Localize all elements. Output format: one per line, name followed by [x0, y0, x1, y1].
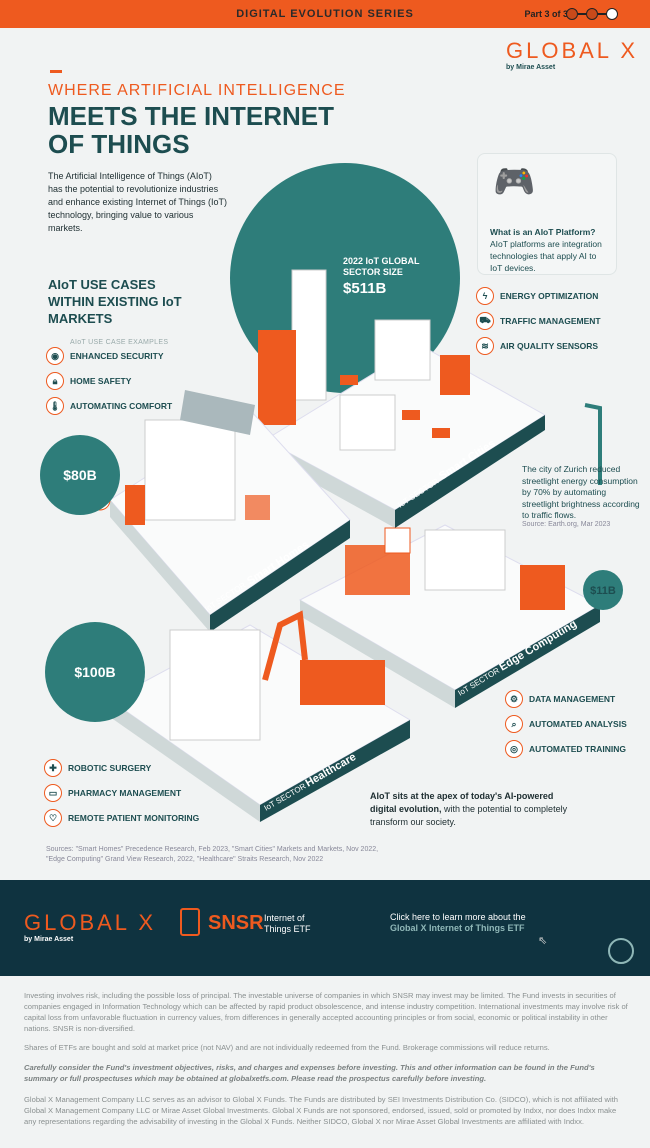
healthcare-value-circle — [45, 622, 145, 722]
use-cases-title: AIoT USE CASES WITHIN EXISTING IoT MARKE… — [48, 277, 182, 326]
lock-icon: 🔒︎ — [46, 372, 64, 390]
smart-cities-label-strip — [395, 415, 545, 528]
smart-homes-value-circle — [40, 435, 120, 515]
global-x-logo: GLOBAL X by Mirae Asset — [506, 38, 639, 71]
devices-icon: 🎮 — [493, 163, 536, 201]
solar-panel — [180, 390, 255, 435]
smart-homes-label-strip — [210, 520, 350, 632]
smart-homes-value: $80B — [63, 467, 96, 483]
sources: Sources: "Smart Homes" Precedence Resear… — [46, 846, 379, 863]
air-sensor-board — [440, 355, 470, 395]
heart-icon: ♡ — [44, 809, 62, 827]
security-icon: ◉ — [46, 347, 64, 365]
disclaimer-2: Shares of ETFs are bought and sold at ma… — [24, 1043, 550, 1052]
cta-text: Click here to learn more about the — [390, 912, 526, 922]
examples-label: AIoT USE CASE EXAMPLES — [70, 339, 169, 346]
step-dot-1 — [566, 8, 578, 20]
etf-name: Internet of Things ETF — [264, 913, 311, 934]
watermark-icon — [608, 938, 634, 964]
conclusion: AIoT sits at the apex of today's AI-powe… — [370, 791, 568, 827]
data-stack — [520, 565, 565, 610]
phone-chip-icon — [180, 908, 200, 936]
edge-value: $11B — [590, 585, 616, 597]
step-dot-2 — [586, 8, 598, 20]
healthcare-value: $100B — [74, 664, 115, 680]
top-banner: DIGITAL EVOLUTION SERIES Part 3 of 3 — [0, 0, 650, 28]
analysis-icon: ⌕ — [505, 715, 523, 733]
orange-tower — [258, 330, 296, 425]
skyscraper — [291, 269, 327, 401]
edge-use-cases: ⚙DATA MANAGEMENT ⌕AUTOMATED ANALYSIS ◎AU… — [505, 690, 627, 758]
house — [144, 419, 236, 521]
cursor-icon: ⇖ — [538, 935, 548, 947]
air-sensor-icon: ≋ — [476, 337, 494, 355]
intro-text: The Artificial Intelligence of Things (A… — [48, 171, 227, 233]
robot-icon: ✚ — [44, 759, 62, 777]
footer-logo: GLOBAL X by Mirae Asset — [24, 910, 157, 943]
streetlight-icon — [584, 403, 602, 485]
healthcare-label-strip — [260, 720, 410, 822]
lightning-icon: ϟ — [476, 287, 494, 305]
part-indicator: Part 3 of 3 — [524, 9, 568, 19]
server — [424, 529, 506, 591]
footer-banner: GLOBAL X by Mirae Asset SNSR Internet of… — [0, 880, 650, 976]
robotic-arm — [262, 610, 308, 681]
aiot-platform-box: 🎮 What is an AIoT Platform? AIoT platfor… — [477, 153, 617, 275]
edge-label-strip — [455, 605, 600, 708]
control-panel — [300, 660, 385, 705]
car-icon: ⛟ — [476, 312, 494, 330]
door — [125, 485, 145, 525]
hospital — [169, 629, 261, 741]
global-size-value: $511B — [343, 280, 387, 297]
disclaimer-1: Investing involves risk, including the p… — [24, 991, 628, 1033]
thermometer-icon: 🌡︎ — [46, 397, 64, 415]
disclaimer-3: Carefully consider the Fund's investment… — [24, 1063, 595, 1083]
global-size-label: 2022 IoT GLOBAL SECTOR SIZE — [343, 256, 420, 277]
healthcare-use-cases: ✚ROBOTIC SURGERY ▭PHARMACY MANAGEMENT ♡R… — [44, 759, 199, 827]
step-dot-3 — [606, 8, 618, 20]
zurich-source: Source: Earth.org, Mar 2023 — [522, 521, 611, 528]
kicker: WHERE ARTIFICIAL INTELLIGENCE — [48, 82, 346, 99]
zurich-note: The city of Zurich reduced streetlight e… — [522, 464, 640, 520]
cta-link[interactable]: Global X Internet of Things ETF — [390, 923, 525, 933]
ticker: SNSR — [208, 912, 264, 934]
disclaimer-4: Global X Management Company LLC serves a… — [24, 1095, 618, 1126]
accent-dash — [50, 70, 62, 73]
pill-icon: ▭ — [44, 784, 62, 802]
smart-homes-use-cases: ◉ENHANCED SECURITY 🔒︎HOME SAFETY 🌡︎AUTOM… — [46, 347, 172, 415]
edge-value-circle — [583, 570, 623, 610]
data-icon: ⚙ — [505, 690, 523, 708]
page-title: MEETS THE INTERNET OF THINGS — [48, 101, 335, 159]
series-title: DIGITAL EVOLUTION SERIES — [236, 8, 414, 20]
isometric-illustration: IoT SECTOR Smart Cities IoT SECTOR Smart… — [40, 163, 623, 822]
training-icon: ◎ — [505, 740, 523, 758]
